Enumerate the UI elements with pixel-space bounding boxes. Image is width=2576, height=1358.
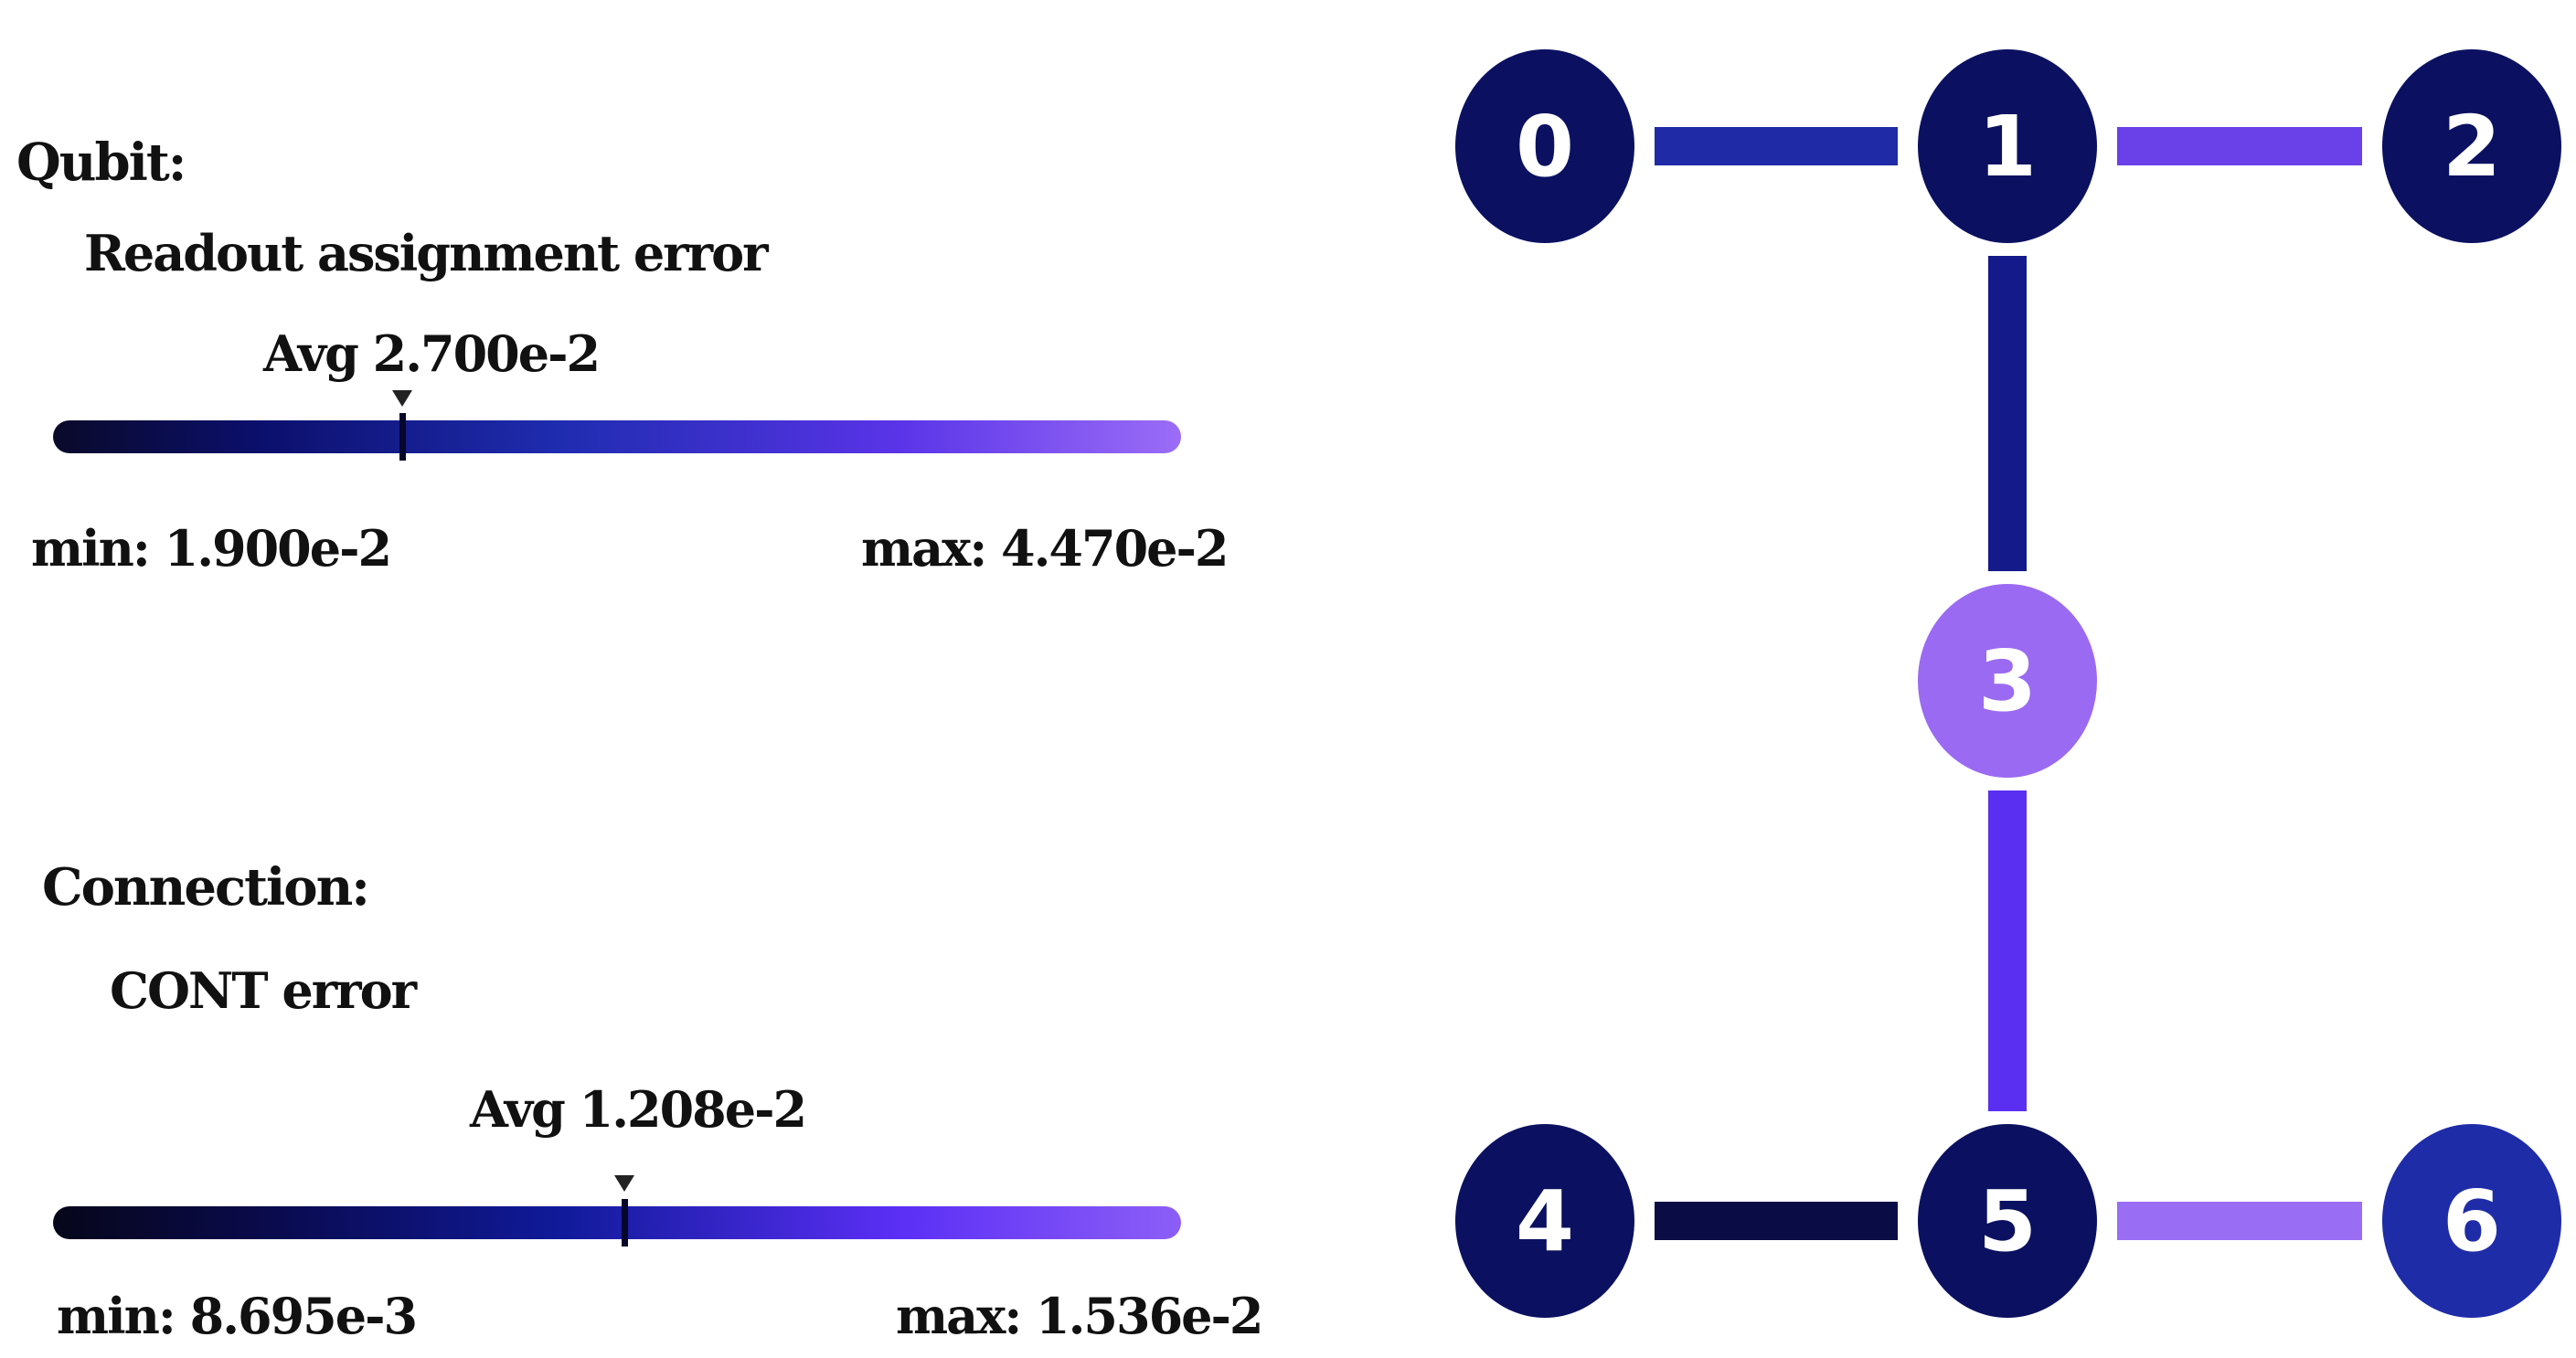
qubit-node-2: 2	[2382, 49, 2561, 243]
qubit-max-label: max: 4.470e-2	[861, 519, 1229, 578]
qubit-node-circle-4	[1455, 1124, 1634, 1318]
edge-5-6	[2117, 1202, 2362, 1240]
qubit-node-circle-2	[2382, 49, 2561, 243]
connection-avg-marker-icon	[614, 1175, 634, 1192]
qubit-avg-marker-icon	[392, 390, 412, 407]
qubit-node-6: 6	[2382, 1124, 2561, 1318]
connection-min-label: min: 8.695e-3	[57, 1287, 418, 1345]
qubit-colorbar	[53, 420, 1181, 453]
qubit-avg-label: Avg 2.700e-2	[263, 324, 601, 383]
qubit-node-circle-5	[1918, 1124, 2097, 1318]
edge-4-5	[1655, 1202, 1898, 1240]
qubit-node-label-2: 2	[2443, 98, 2501, 196]
qubit-node-label-5: 5	[1978, 1172, 2037, 1270]
qubit-node-circle-0	[1455, 49, 1634, 243]
qubit-node-4: 4	[1455, 1124, 1634, 1318]
qubit-node-3: 3	[1918, 584, 2097, 778]
qubit-node-label-6: 6	[2443, 1172, 2501, 1270]
qubit-node-circle-6	[2382, 1124, 2561, 1318]
connection-metric-label: CONT error	[110, 961, 417, 1020]
qubit-node-label-4: 4	[1516, 1172, 1574, 1270]
edge-0-1	[1655, 127, 1898, 165]
edge-1-2	[2117, 127, 2362, 165]
qubit-min-label: min: 1.900e-2	[31, 519, 392, 578]
connection-colorbar	[53, 1206, 1181, 1239]
connection-max-label: max: 1.536e-2	[896, 1287, 1263, 1345]
qubit-node-0: 0	[1455, 49, 1634, 243]
connection-avg-label: Avg 1.208e-2	[470, 1080, 807, 1139]
connection-section-title: Connection:	[42, 857, 370, 918]
edge-1-3	[1988, 256, 2027, 571]
qubit-node-label-0: 0	[1516, 98, 1574, 196]
qubit-node-1: 1	[1918, 49, 2097, 243]
qubit-node-5: 5	[1918, 1124, 2097, 1318]
qubit-node-label-3: 3	[1978, 632, 2037, 730]
edge-3-5	[1988, 790, 2027, 1111]
connection-avg-tick	[622, 1199, 628, 1247]
qubit-node-circle-1	[1918, 49, 2097, 243]
qubit-node-circle-3	[1918, 584, 2097, 778]
qubit-section-title: Qubit:	[16, 133, 186, 193]
qubit-metric-label: Readout assignment error	[84, 224, 769, 282]
qubit-node-label-1: 1	[1978, 98, 2037, 196]
qubit-avg-tick	[399, 413, 406, 461]
